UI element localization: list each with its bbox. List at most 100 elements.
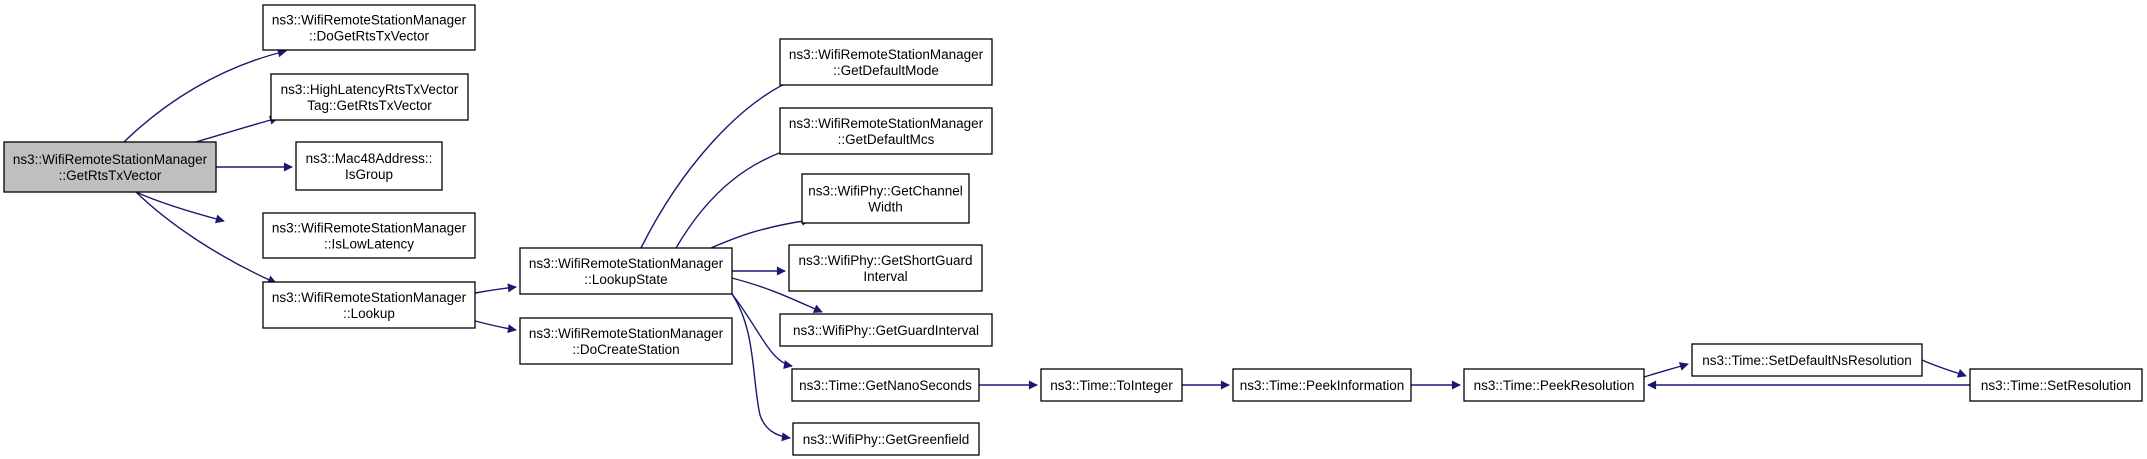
edge-get-rts-tx-vector-to-do-get-rts-tx-vector (123, 48, 287, 143)
edge-lookup-state-to-get-guard-interval (731, 277, 823, 313)
node-high-latency-get-rts-tx-vector[interactable]: ns3::HighLatencyRtsTxVectorTag::GetRtsTx… (270, 73, 469, 121)
node-label-line: Interval (863, 269, 907, 284)
edge-peek-resolution-to-set-default-ns-resolution (1643, 362, 1689, 378)
node-label-line: IsGroup (345, 167, 393, 182)
edge-arrow (1643, 362, 1689, 378)
node-box (801, 173, 970, 224)
node-label-line: ns3::WifiRemoteStationManager (272, 13, 467, 28)
node-box (792, 422, 980, 456)
node-label-line: ns3::Mac48Address:: (306, 151, 433, 166)
edge-lookup-to-lookup-state (474, 283, 517, 294)
edge-lookup-state-to-get-nano-seconds (731, 293, 793, 369)
edge-arrow (135, 191, 225, 224)
node-label-line: Width (868, 200, 903, 215)
node-label-line: ns3::Time::PeekResolution (1474, 378, 1635, 393)
node-lookup[interactable]: ns3::WifiRemoteStationManager::Lookup (262, 281, 476, 329)
edge-arrow (731, 277, 823, 313)
node-label-line: ::GetDefaultMcs (838, 132, 935, 147)
edge-arrow (640, 75, 801, 249)
node-label-line: ::GetRtsTxVector (59, 168, 162, 183)
node-box (1969, 368, 2143, 402)
edge-arrow (731, 293, 791, 442)
node-label-line: ns3::Time::ToInteger (1050, 378, 1173, 393)
edge-lookup-to-do-create-station (474, 320, 517, 334)
node-box (262, 212, 476, 259)
edge-arrow (675, 143, 801, 249)
edge-arrow (135, 191, 277, 284)
node-box (791, 368, 980, 402)
node-label-line: ::DoGetRtsTxVector (309, 29, 430, 44)
node-get-guard-interval[interactable]: ns3::WifiPhy::GetGuardInterval (779, 313, 993, 347)
node-do-create-station[interactable]: ns3::WifiRemoteStationManager::DoCreateS… (519, 317, 733, 365)
node-label-line: ns3::WifiPhy::GetGreenfield (803, 432, 970, 447)
edge-get-rts-tx-vector-to-high-latency-get-rts-tx-vector (195, 115, 279, 143)
node-get-default-mcs[interactable]: ns3::WifiRemoteStationManager::GetDefaul… (779, 107, 993, 155)
node-label-line: ns3::WifiRemoteStationManager (13, 152, 208, 167)
node-label-line: ns3::Time::PeekInformation (1240, 378, 1405, 393)
edge-arrow (731, 293, 793, 369)
node-label-line: ns3::WifiPhy::GetGuardInterval (793, 323, 979, 338)
node-label-line: ns3::WifiRemoteStationManager (272, 290, 467, 305)
node-label-line: ns3::Time::SetDefaultNsResolution (1702, 353, 1912, 368)
edge-arrow (195, 115, 279, 143)
node-do-get-rts-tx-vector[interactable]: ns3::WifiRemoteStationManager::DoGetRtsT… (262, 4, 476, 51)
edge-lookup-state-to-get-default-mode (640, 75, 801, 249)
node-box (295, 141, 443, 191)
edge-set-default-ns-resolution-to-set-resolution (1921, 359, 1967, 378)
node-box (262, 281, 476, 329)
node-get-greenfield[interactable]: ns3::WifiPhy::GetGreenfield (792, 422, 980, 456)
node-label-line: ns3::WifiRemoteStationManager (529, 326, 724, 341)
node-box (262, 4, 476, 51)
node-label-line: ::DoCreateStation (572, 342, 679, 357)
edge-get-rts-tx-vector-to-lookup (135, 191, 277, 284)
node-label-line: ns3::WifiRemoteStationManager (272, 221, 467, 236)
node-label-line: ::GetDefaultMode (833, 63, 939, 78)
node-set-resolution[interactable]: ns3::Time::SetResolution (1969, 368, 2143, 402)
node-label-line: ::IsLowLatency (324, 237, 414, 252)
edge-lookup-state-to-get-channel-width (710, 216, 811, 249)
node-to-integer[interactable]: ns3::Time::ToInteger (1040, 368, 1183, 402)
node-box (779, 107, 993, 155)
node-label-line: ns3::Time::GetNanoSeconds (799, 378, 972, 393)
node-box (779, 313, 993, 347)
node-get-nano-seconds[interactable]: ns3::Time::GetNanoSeconds (791, 368, 980, 402)
node-label-line: ::LookupState (584, 272, 667, 287)
node-box (1691, 343, 1923, 377)
node-label-line: ns3::WifiPhy::GetShortGuard (798, 253, 972, 268)
edge-arrow (123, 48, 287, 143)
node-box (519, 317, 733, 365)
node-lookup-state[interactable]: ns3::WifiRemoteStationManager::LookupSta… (519, 247, 733, 295)
node-box (1232, 368, 1412, 402)
function-nodes: ns3::WifiRemoteStationManager::GetRtsTxV… (3, 4, 2143, 456)
node-get-default-mode[interactable]: ns3::WifiRemoteStationManager::GetDefaul… (779, 38, 993, 86)
node-box (788, 244, 983, 292)
call-edges (123, 48, 1970, 442)
edge-lookup-state-to-get-default-mcs (675, 143, 801, 249)
node-label-line: ns3::HighLatencyRtsTxVector (281, 82, 459, 97)
node-box (270, 73, 469, 121)
node-label-line: ns3::WifiRemoteStationManager (529, 256, 724, 271)
node-box (1040, 368, 1183, 402)
node-label-line: ns3::WifiRemoteStationManager (789, 116, 984, 131)
node-set-default-ns-resolution[interactable]: ns3::Time::SetDefaultNsResolution (1691, 343, 1923, 377)
node-peek-resolution[interactable]: ns3::Time::PeekResolution (1463, 368, 1645, 402)
edge-lookup-state-to-get-greenfield (731, 293, 791, 442)
node-mac48-is-group[interactable]: ns3::Mac48Address::IsGroup (295, 141, 443, 191)
node-peek-information[interactable]: ns3::Time::PeekInformation (1232, 368, 1412, 402)
node-box (3, 141, 217, 193)
node-box (779, 38, 993, 86)
node-get-rts-tx-vector[interactable]: ns3::WifiRemoteStationManager::GetRtsTxV… (3, 141, 217, 193)
edge-arrow (474, 320, 517, 334)
node-label-line: Tag::GetRtsTxVector (307, 98, 432, 113)
edge-get-rts-tx-vector-to-is-low-latency (135, 191, 225, 224)
edge-arrow (1921, 359, 1967, 378)
node-label-line: ns3::Time::SetResolution (1981, 378, 2131, 393)
node-label-line: ns3::WifiPhy::GetChannel (808, 184, 963, 199)
node-is-low-latency[interactable]: ns3::WifiRemoteStationManager::IsLowLate… (262, 212, 476, 259)
edge-arrow (474, 283, 517, 294)
node-label-line: ::Lookup (343, 306, 395, 321)
node-box (519, 247, 733, 295)
